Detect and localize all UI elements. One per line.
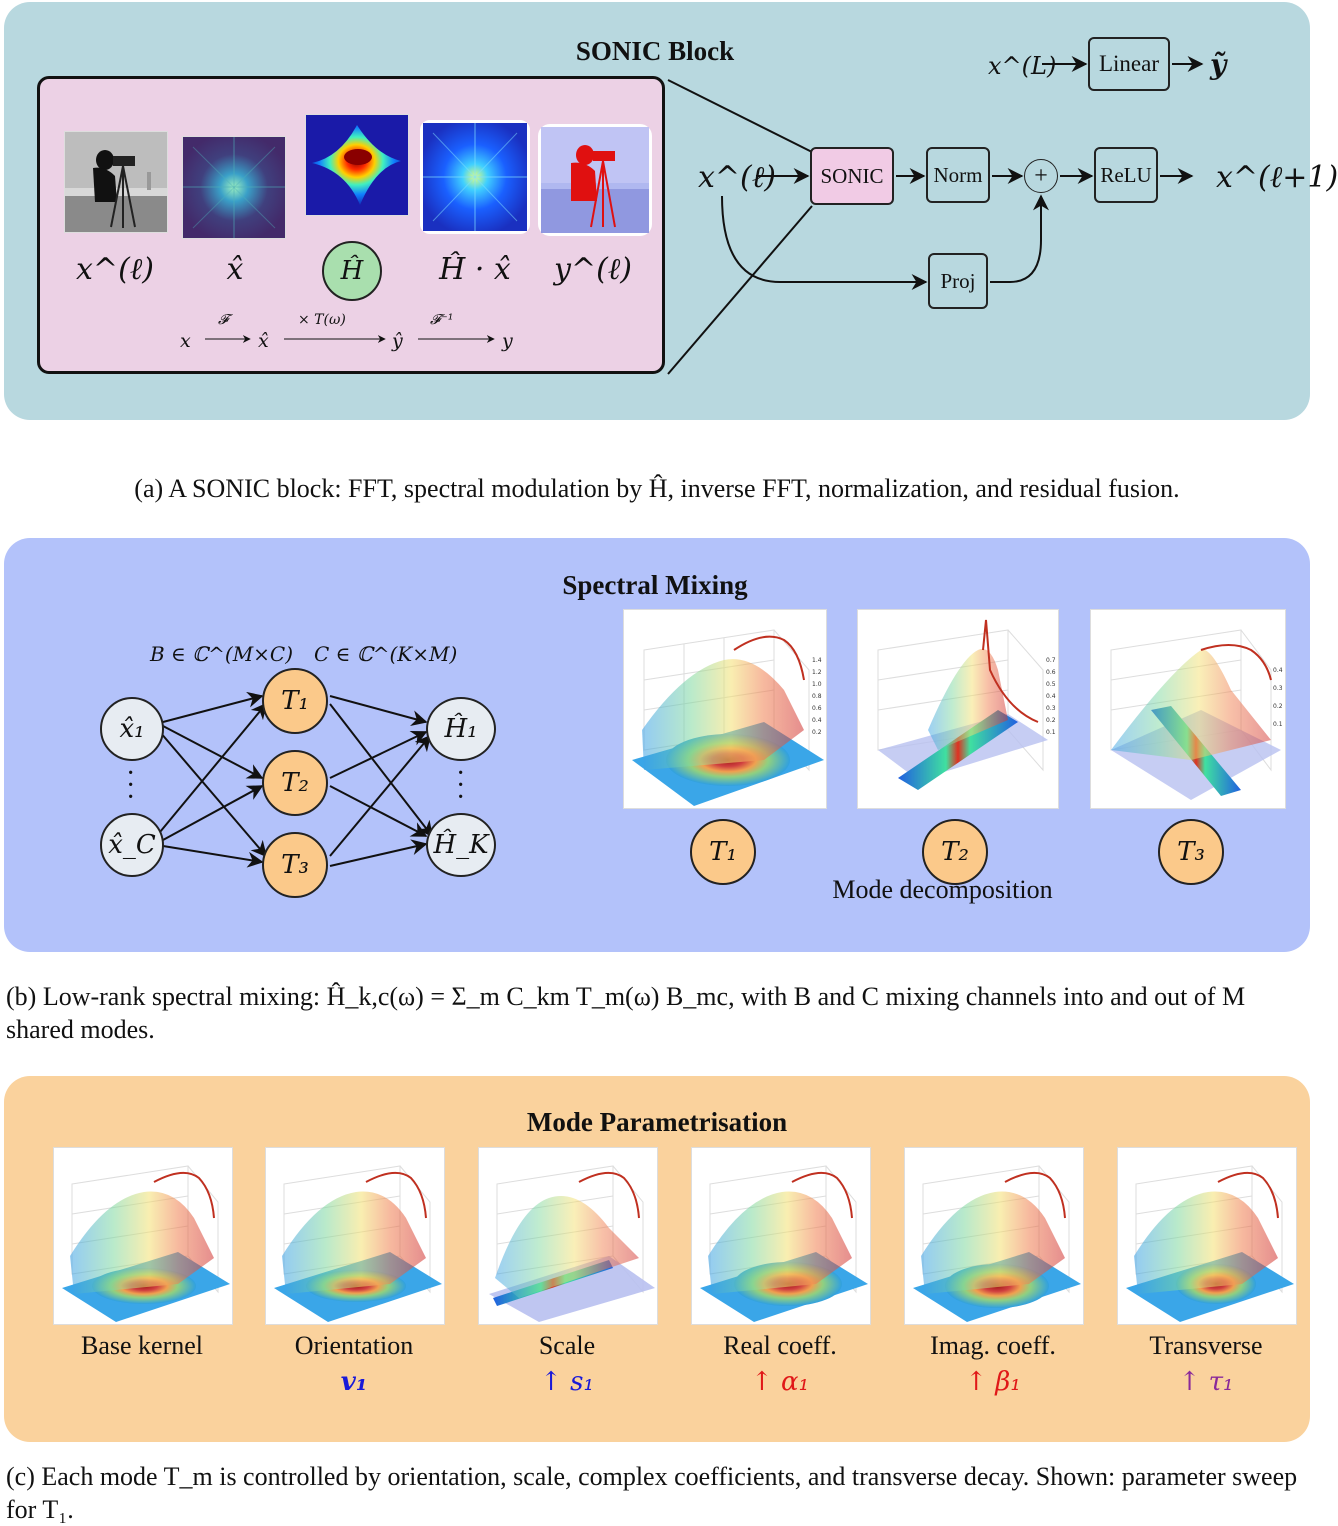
kernel-param-orientation: v₁ [340, 1367, 368, 1397]
kernel-plot-scale [478, 1147, 658, 1325]
filtered-cameraman-icon [538, 124, 652, 236]
label-h-times-x: Ĥ · x̂ [439, 252, 511, 287]
svg-text:1.0: 1.0 [812, 681, 822, 688]
kernel-label-imag-coeff: Imag. coeff. [930, 1331, 1056, 1360]
caption-c: (c) Each mode T_m is controlled by orien… [6, 1462, 1298, 1524]
mode-decomposition-label: Mode decomposition [832, 875, 1053, 904]
kernel-plot-imag-coeff [904, 1147, 1084, 1325]
kernel-param-real-coeff: ↑ α₁ [750, 1367, 810, 1397]
output-node-1: Ĥ₁ [426, 697, 496, 761]
svg-text:0.4: 0.4 [1046, 693, 1056, 700]
svg-text:0.2: 0.2 [1273, 703, 1283, 710]
caption-b: (b) Low-rank spectral mixing: Ĥ_k,c(ω) =… [6, 982, 1246, 1044]
cameraman-photo-icon [64, 131, 168, 233]
kernel-plot-real-coeff [691, 1147, 871, 1325]
kernel-label-base-kernel: Base kernel [80, 1331, 203, 1360]
svg-text:0.6: 0.6 [1046, 669, 1056, 676]
svg-text:1.4: 1.4 [812, 657, 822, 664]
svg-text:0.4: 0.4 [1273, 667, 1283, 674]
svg-text:0.8: 0.8 [812, 693, 822, 700]
svg-text:0.3: 0.3 [1273, 685, 1283, 692]
kernel-param-transverse: ↑ τ₁ [1178, 1367, 1234, 1397]
pipe-yhat: ŷ [392, 330, 403, 352]
pipe-x: x [180, 330, 191, 352]
kernel-label-scale: Scale [538, 1331, 596, 1360]
final-input: x^(L) [988, 52, 1057, 80]
label-x-hat: x̂ [226, 252, 244, 287]
final-output: ỹ [1210, 48, 1227, 81]
svg-text:1.2: 1.2 [812, 669, 822, 676]
mode-plot-t3: 0.4 0.3 0.2 0.1 [1090, 609, 1286, 809]
svg-text:0.7: 0.7 [1046, 657, 1056, 664]
svg-text:0.3: 0.3 [1046, 705, 1056, 712]
input-ellipsis: ··· [126, 758, 136, 813]
pipe-xhat: x̂ [258, 330, 269, 352]
pipe-finv: 𝓕⁻¹ [430, 312, 454, 328]
relu-box: ReLU [1094, 147, 1158, 203]
zoom-lines [667, 79, 813, 375]
modulated-spectrum-icon [420, 120, 530, 234]
caption-a: (a) A SONIC block: FFT, spectral modulat… [134, 474, 1180, 503]
kernel-plot-orientation [265, 1147, 445, 1325]
kernel-param-scale: ↑ s₁ [540, 1367, 594, 1397]
pipe-mult: × T(ω) [298, 312, 346, 328]
kernel-plot-transverse [1117, 1147, 1297, 1325]
pipe-y: y [502, 330, 513, 352]
plot-mode-label-3: T₃ [1158, 819, 1224, 885]
svg-text:0.2: 0.2 [1046, 717, 1056, 724]
mode-plot-t1: 1.4 1.2 1.0 0.8 0.6 0.4 0.2 [623, 609, 827, 809]
kernel-plot-base-kernel [53, 1147, 233, 1325]
residual-sum: + [1024, 159, 1058, 193]
fft-spectrum-icon [182, 136, 286, 239]
plot-mode-label-1: T₁ [690, 819, 756, 885]
b-matrix-label: B ∈ ℂ^(M×C) [150, 642, 294, 666]
svg-text:0.6: 0.6 [812, 705, 822, 712]
output-node-k: Ĥ_K [426, 813, 496, 877]
panel-c-title: Mode Parametrisation [526, 1107, 788, 1137]
c-matrix-label: C ∈ ℂ^(K×M) [314, 642, 458, 666]
pipe-f: 𝓕 [218, 312, 229, 328]
mixing-graph-edges [159, 691, 433, 868]
kernel-label-orientation: Orientation [294, 1331, 414, 1360]
panel-b-title: Spectral Mixing [562, 570, 748, 600]
svg-text:0.4: 0.4 [812, 717, 822, 724]
linear-box: Linear [1088, 37, 1170, 91]
mode-node-2: T₂ [262, 750, 328, 816]
output-ellipsis: ··· [456, 758, 466, 813]
flow-arrows [721, 56, 1204, 290]
mode-node-3: T₃ [262, 832, 328, 898]
norm-box: Norm [926, 147, 990, 203]
svg-text:0.1: 0.1 [1273, 721, 1283, 728]
svg-text:0.5: 0.5 [1046, 681, 1056, 688]
label-y-l: y^(ℓ) [554, 252, 632, 287]
filter-heatmap-icon [305, 114, 409, 216]
kernel-param-imag-coeff: ↑ β₁ [965, 1367, 1021, 1397]
svg-text:0.1: 0.1 [1046, 729, 1056, 736]
mode-plot-t2: 0.7 0.6 0.5 0.4 0.3 0.2 0.1 [857, 609, 1059, 809]
flow-input: x^(ℓ) [698, 160, 776, 195]
proj-box: Proj [928, 253, 988, 309]
flow-output: x^(ℓ+1) [1216, 160, 1338, 195]
kernel-label-real-coeff: Real coeff. [723, 1331, 837, 1360]
input-node-c: x̂_C [100, 813, 164, 877]
svg-text:0.2: 0.2 [812, 729, 822, 736]
sonic-box: SONIC [810, 147, 894, 205]
plot-mode-label-2: T₂ [922, 819, 988, 885]
panel-a-title: SONIC Block [575, 36, 735, 66]
label-h-hat: Ĥ [322, 241, 382, 301]
kernel-label-transverse: Transverse [1149, 1331, 1263, 1360]
pipeline-arrows [205, 335, 495, 343]
label-x-l: x^(ℓ) [76, 252, 154, 287]
mode-node-1: T₁ [262, 668, 328, 734]
input-node-1: x̂₁ [100, 697, 164, 761]
